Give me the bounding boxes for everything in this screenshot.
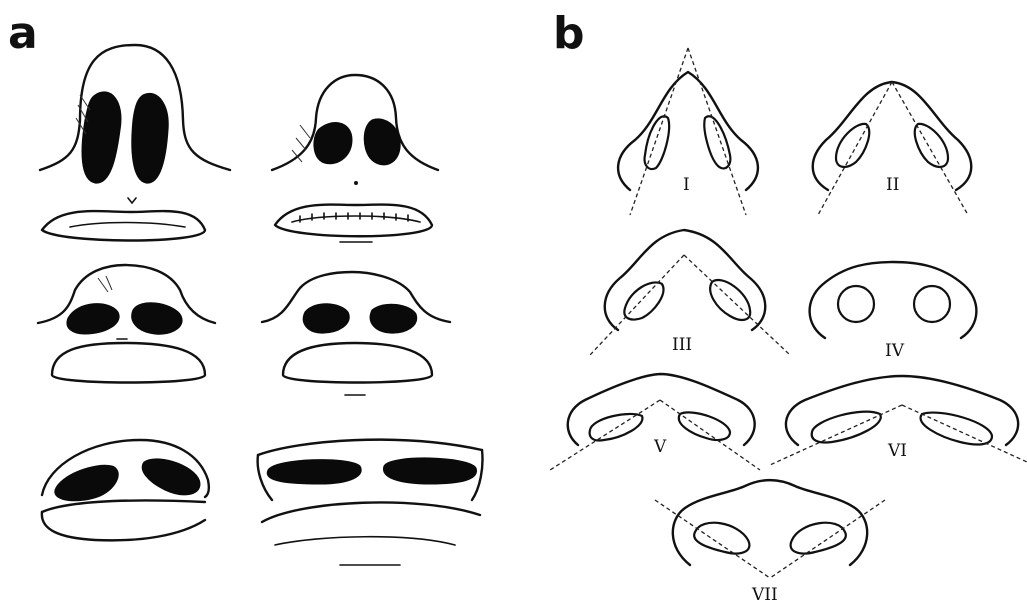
type-VI-label: VI bbox=[887, 441, 907, 461]
type-I-diagram: I bbox=[618, 48, 758, 215]
type-III-label: III bbox=[672, 335, 692, 355]
panel-b-label: b bbox=[553, 8, 585, 59]
panel-a: a bbox=[8, 8, 483, 565]
type-IV-diagram: IV bbox=[810, 262, 977, 361]
panel-a-nose-4 bbox=[262, 272, 450, 395]
type-I-label: I bbox=[683, 175, 690, 195]
type-VII-label: VII bbox=[751, 585, 778, 605]
type-II-diagram: II bbox=[813, 82, 972, 215]
type-IV-label: IV bbox=[885, 341, 905, 361]
panel-a-nose-3 bbox=[38, 265, 215, 383]
panel-a-label: a bbox=[8, 8, 38, 59]
panel-a-nose-1 bbox=[40, 45, 230, 241]
panel-a-nose-5 bbox=[42, 440, 209, 540]
type-VII-diagram: VII bbox=[655, 480, 885, 605]
panel-a-nose-6 bbox=[258, 440, 483, 565]
type-V-diagram: V bbox=[550, 374, 760, 470]
panel-a-nose-2 bbox=[272, 75, 438, 242]
panel-b: b I II III I bbox=[550, 8, 1027, 605]
type-III-diagram: III bbox=[590, 230, 790, 355]
type-V-label: V bbox=[653, 437, 667, 457]
type-II-label: II bbox=[886, 175, 899, 195]
type-VI-diagram: VI bbox=[770, 376, 1027, 465]
